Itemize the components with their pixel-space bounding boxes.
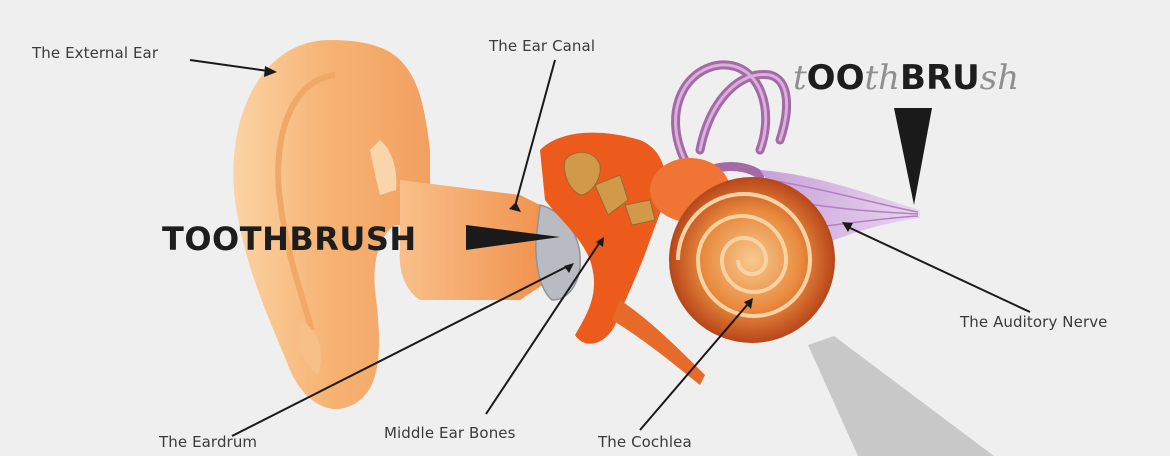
label-eardrum: The Eardrum <box>159 433 257 451</box>
light-beam <box>808 336 994 456</box>
mixed-part-1: t <box>793 58 807 98</box>
mixed-toothbrush-pointer <box>894 108 932 205</box>
toothbrush-callout: TOOTHBRUSH <box>162 220 417 258</box>
mixed-case-toothbrush-callout: tOOthBRUsh <box>793 58 1019 98</box>
mixed-part-2: OO <box>807 58 865 98</box>
mixed-part-4: BRU <box>900 58 980 98</box>
label-middle-ear-bones: Middle Ear Bones <box>384 424 516 442</box>
label-external-ear: The External Ear <box>32 44 158 62</box>
label-ear-canal: The Ear Canal <box>489 37 595 55</box>
mixed-part-5: sh <box>980 58 1019 98</box>
cochlea-shape <box>670 178 834 342</box>
mixed-part-3: th <box>864 58 900 98</box>
label-auditory-nerve: The Auditory Nerve <box>960 313 1108 331</box>
label-cochlea: The Cochlea <box>598 433 692 451</box>
